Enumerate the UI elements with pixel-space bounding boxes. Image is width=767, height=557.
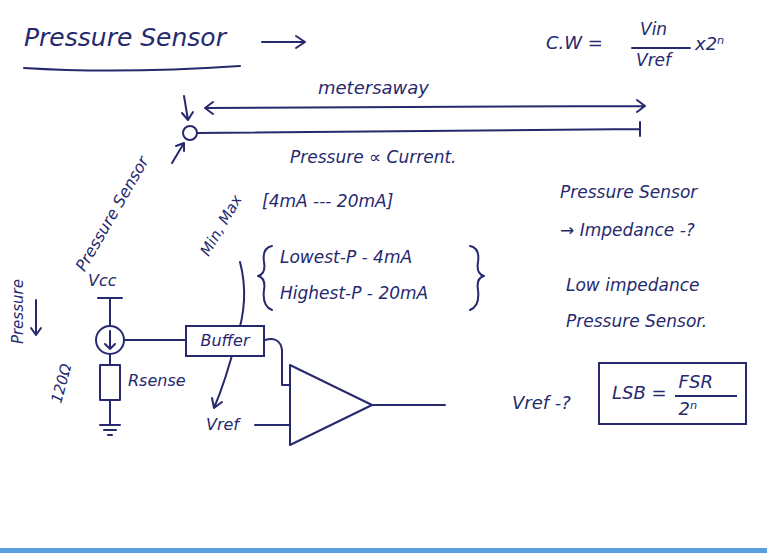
note-text: → Impedance -? [560, 221, 695, 241]
node-text: Buffer [200, 332, 249, 350]
note-text: Highest-P - 20mA [280, 284, 428, 304]
node-text: LSB = [612, 383, 667, 404]
note-text: Pressure ∝ Current. [290, 148, 457, 168]
underline [24, 66, 240, 71]
ground-symbol [100, 400, 120, 435]
fraction-line [675, 395, 738, 397]
range-label: Min, Max [198, 193, 247, 260]
signal-label: Pressure [9, 280, 26, 345]
wire [265, 339, 290, 385]
bottom-bar [0, 548, 767, 553]
vcc-rail [98, 298, 122, 326]
formula-text: Vref [636, 51, 671, 71]
fraction-line [632, 47, 690, 49]
note-text: Pressure Sensor [560, 183, 697, 203]
note-text: Lowest-P - 4mA [280, 248, 412, 268]
node-text: FSR [679, 372, 713, 393]
title: Pressure Sensor [24, 24, 226, 53]
range-text: [4mA --- 20mA] [262, 192, 393, 212]
comparator-symbol [290, 365, 372, 445]
formula-text: x2ⁿ [695, 34, 724, 55]
arrow [31, 300, 41, 335]
leader-arrow [172, 143, 184, 163]
brace [470, 246, 484, 310]
wire [255, 405, 445, 425]
resistor-label: Rsense [128, 372, 186, 390]
distance-arrow [205, 100, 645, 114]
cable [197, 122, 640, 136]
note-text: Vref -? [512, 393, 571, 414]
resistor-value: 120Ω [48, 362, 75, 405]
supply-label: Vcc [88, 272, 117, 290]
sensor-label: Pressure Sensor [73, 153, 154, 274]
current-arrow [105, 331, 115, 349]
title-arrow [262, 36, 305, 48]
distance-label: metersaway [318, 78, 429, 99]
current-source [96, 326, 124, 354]
note-text: Low impedance [566, 276, 700, 296]
node-text: 2ⁿ [679, 399, 698, 420]
formula-box: LSB = FSR 2ⁿ [598, 362, 747, 425]
arrow [182, 96, 193, 120]
resistor-symbol [100, 365, 120, 400]
note-text: Pressure Sensor. [566, 312, 707, 332]
formula-text: C.W = [546, 33, 603, 54]
wire [124, 339, 185, 341]
reference-label: Vref [206, 416, 239, 434]
sensor-symbol [183, 126, 197, 140]
formula-text: Vin [640, 20, 667, 40]
buffer-box: Buffer [185, 325, 265, 357]
brace [258, 246, 272, 310]
wire [109, 354, 111, 365]
